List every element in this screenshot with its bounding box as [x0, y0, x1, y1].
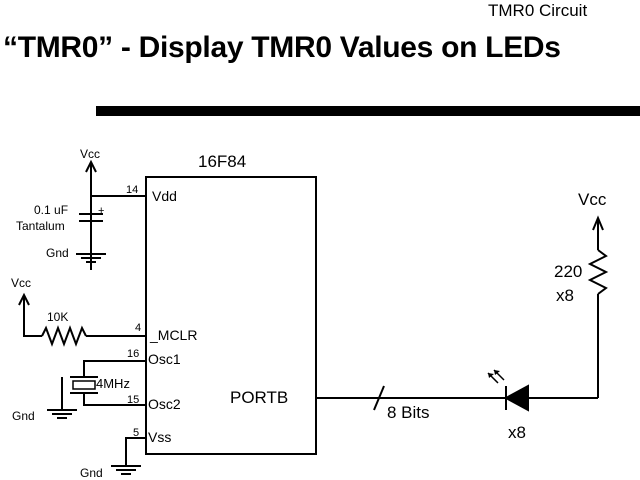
- page-title: “TMR0” - Display TMR0 Values on LEDs: [3, 31, 561, 64]
- crystal-net: [61, 360, 146, 410]
- led-resistor-net: [587, 215, 609, 398]
- gnd-label-crystal: Gnd: [12, 409, 35, 423]
- vcc-label-top: Vcc: [80, 147, 100, 161]
- ground-icon-crystal: [47, 409, 77, 419]
- capacitor-value: 0.1 uF: [34, 203, 68, 217]
- pin-name-mclr: _MCLR: [149, 327, 197, 343]
- pin-name-vdd: Vdd: [152, 188, 177, 204]
- led-count: x8: [508, 423, 526, 442]
- resistor-value-10k: 10K: [47, 310, 68, 324]
- chip-body: [145, 176, 317, 455]
- corner-label: TMR0 Circuit: [488, 1, 588, 20]
- pin-number-vss: 5: [133, 427, 139, 439]
- led-diode: [487, 369, 598, 412]
- pin-number-mclr: 4: [135, 322, 141, 334]
- gnd-label-cap: Gnd: [46, 246, 69, 260]
- pin-name-osc2: Osc2: [148, 396, 181, 412]
- pin-name-osc1: Osc1: [148, 351, 181, 367]
- mclr-net: [18, 292, 146, 347]
- bus-label: 8 Bits: [387, 403, 430, 422]
- vss-net: [111, 437, 146, 475]
- ground-icon-cap: [76, 253, 106, 263]
- crystal-value: 4MHz: [96, 376, 130, 391]
- capacitor-polarity: +: [98, 205, 104, 217]
- vcc-label-led: Vcc: [578, 190, 607, 209]
- resistor-value-220: 220: [554, 262, 582, 281]
- vcc-label-mclr: Vcc: [11, 276, 31, 290]
- pin-name-vss: Vss: [148, 429, 171, 445]
- pin-number-osc1: 16: [127, 348, 139, 360]
- portb-bus: [316, 385, 505, 411]
- crystal-4mhz: [72, 380, 96, 390]
- capacitor-type: Tantalum: [16, 219, 65, 233]
- pin-number-osc2: 15: [127, 394, 139, 406]
- vdd-net: [79, 159, 146, 270]
- title-divider: [96, 106, 640, 116]
- resistor-count: x8: [556, 286, 574, 305]
- resistor-220: [587, 249, 609, 295]
- port-label: PORTB: [230, 388, 288, 407]
- gnd-label-vss: Gnd: [80, 466, 103, 480]
- chip-part-number: 16F84: [198, 152, 246, 171]
- resistor-10k: [41, 325, 87, 347]
- pin-number-vdd: 14: [126, 184, 138, 196]
